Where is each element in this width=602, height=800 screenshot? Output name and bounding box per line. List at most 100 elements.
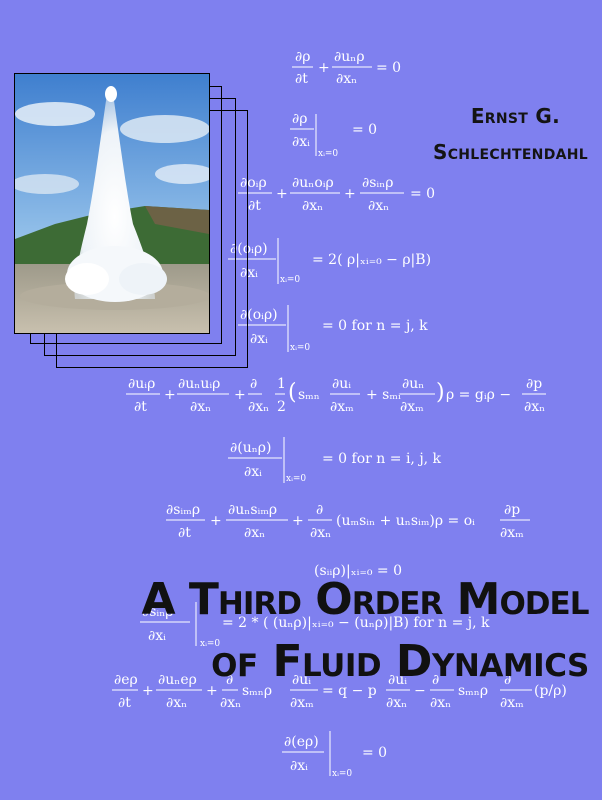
- svg-text:+: +: [142, 683, 154, 699]
- svg-text:∂(oᵢρ): ∂(oᵢρ): [230, 241, 268, 257]
- svg-text:∂xₙ: ∂xₙ: [430, 695, 451, 711]
- svg-text:∂xₘ: ∂xₘ: [330, 399, 354, 415]
- svg-text:xᵢ=0: xᵢ=0: [290, 343, 310, 353]
- svg-text:∂xᵢ: ∂xᵢ: [148, 628, 166, 644]
- svg-text:∂xₙ: ∂xₙ: [310, 525, 331, 541]
- svg-text:= 0 for n = j, k: = 0 for n = j, k: [322, 318, 428, 334]
- svg-text:−: −: [414, 683, 426, 699]
- svg-text:∂t: ∂t: [248, 198, 261, 214]
- svg-text:= 0: = 0: [410, 186, 435, 202]
- svg-text:1: 1: [277, 376, 286, 392]
- svg-text:∂(eρ): ∂(eρ): [284, 734, 319, 750]
- svg-text:∂t: ∂t: [178, 525, 191, 541]
- svg-text:+: +: [210, 513, 222, 529]
- svg-text:∂xₙ: ∂xₙ: [524, 399, 545, 415]
- svg-text:∂t: ∂t: [134, 399, 147, 415]
- svg-text:xᵢ=0: xᵢ=0: [280, 275, 300, 285]
- svg-text:= 0: = 0: [352, 122, 377, 138]
- svg-text:+: +: [276, 186, 288, 202]
- svg-text:+: +: [234, 387, 246, 403]
- svg-text:+: +: [344, 186, 356, 202]
- svg-text:sₘₙρ: sₘₙρ: [458, 683, 488, 699]
- svg-text:= 0 for n = i, j, k: = 0 for n = i, j, k: [322, 451, 442, 467]
- svg-text:ρ = gᵢρ −: ρ = gᵢρ −: [446, 387, 511, 403]
- svg-text:xᵢ=0: xᵢ=0: [200, 639, 220, 649]
- svg-text:∂oᵢρ: ∂oᵢρ: [240, 175, 267, 191]
- svg-text:= 0: = 0: [362, 745, 387, 761]
- svg-text:∂t: ∂t: [295, 71, 308, 87]
- svg-text:+ sₘᵢ: + sₘᵢ: [366, 387, 401, 403]
- book-title-line-2: of Fluid Dynamics: [211, 636, 589, 687]
- svg-text:∂uₙ: ∂uₙ: [402, 376, 424, 392]
- svg-text:∂xₘ: ∂xₘ: [290, 695, 314, 711]
- svg-text:∂(oᵢρ): ∂(oᵢρ): [240, 307, 278, 323]
- svg-text:∂: ∂: [226, 672, 233, 688]
- svg-text:xᵢ=0: xᵢ=0: [286, 474, 306, 484]
- svg-text:= 2( ρ|ₓᵢ₌₀ − ρ|B): = 2( ρ|ₓᵢ₌₀ − ρ|B): [312, 252, 431, 268]
- svg-text:∂uᵢρ: ∂uᵢρ: [128, 376, 155, 392]
- svg-text:xᵢ=0: xᵢ=0: [318, 149, 338, 159]
- svg-text:(p/ρ): (p/ρ): [534, 683, 567, 699]
- svg-text:∂uᵢ: ∂uᵢ: [332, 376, 351, 392]
- svg-text:∂xₙ: ∂xₙ: [166, 695, 187, 711]
- svg-text:∂xᵢ: ∂xᵢ: [244, 464, 262, 480]
- svg-text:∂xᵢ: ∂xᵢ: [292, 134, 310, 150]
- svg-text:+: +: [206, 683, 218, 699]
- geyser-photo: [14, 73, 210, 334]
- svg-text:∂uₙsᵢₘρ: ∂uₙsᵢₘρ: [228, 502, 277, 518]
- svg-text:∂sᵢₘρ: ∂sᵢₘρ: [166, 502, 200, 518]
- svg-text:∂xₙ: ∂xₙ: [190, 399, 211, 415]
- svg-text:∂ρ: ∂ρ: [292, 111, 307, 127]
- svg-text:∂p: ∂p: [526, 376, 542, 392]
- svg-text:sₘₙρ: sₘₙρ: [242, 683, 272, 699]
- svg-text:∂uₙρ: ∂uₙρ: [334, 49, 365, 65]
- svg-text:∂xₙ: ∂xₙ: [302, 198, 323, 214]
- svg-text:∂p: ∂p: [504, 502, 520, 518]
- svg-text:∂uᵢ: ∂uᵢ: [388, 672, 407, 688]
- svg-text:∂uₙeρ: ∂uₙeρ: [158, 672, 197, 688]
- svg-text:∂uₙuᵢρ: ∂uₙuᵢρ: [178, 376, 220, 392]
- svg-text:= 0: = 0: [376, 60, 401, 76]
- svg-text:∂xₘ: ∂xₘ: [500, 695, 524, 711]
- svg-text:(uₘsᵢₙ + uₙsᵢₘ)ρ = oᵢ: (uₘsᵢₙ + uₙsᵢₘ)ρ = oᵢ: [336, 513, 475, 529]
- svg-text:∂: ∂: [250, 376, 257, 392]
- svg-text:∂xₙ: ∂xₙ: [336, 71, 357, 87]
- svg-text:sₘₙ: sₘₙ: [298, 387, 320, 403]
- book-title-line-1: A Third Order Model: [141, 574, 590, 625]
- svg-text:∂: ∂: [504, 672, 511, 688]
- svg-text:∂sᵢₙρ: ∂sᵢₙρ: [142, 604, 174, 620]
- svg-text:∂xₙ: ∂xₙ: [248, 399, 269, 415]
- svg-text:∂xₙ: ∂xₙ: [244, 525, 265, 541]
- svg-text:∂uᵢ: ∂uᵢ: [292, 672, 311, 688]
- svg-text:∂(uₙρ): ∂(uₙρ): [230, 440, 271, 456]
- svg-text:= q − p: = q − p: [322, 683, 377, 699]
- svg-text:(: (: [288, 380, 297, 405]
- svg-text:∂t: ∂t: [118, 695, 131, 711]
- author-first-name: Ernst G.: [470, 104, 560, 128]
- svg-text:+: +: [318, 60, 330, 76]
- svg-text:∂: ∂: [316, 502, 323, 518]
- svg-text:): ): [436, 380, 445, 405]
- svg-text:∂xₙ: ∂xₙ: [386, 695, 407, 711]
- svg-text:= 2 * ( (uₙρ)|ₓᵢ₌₀ − (uₙρ)|B): = 2 * ( (uₙρ)|ₓᵢ₌₀ − (uₙρ)|B) for n = j,…: [222, 615, 490, 631]
- svg-text:∂xₙ: ∂xₙ: [220, 695, 241, 711]
- svg-text:∂xₘ: ∂xₘ: [500, 525, 524, 541]
- svg-text:+: +: [164, 387, 176, 403]
- svg-text:xᵢ=0: xᵢ=0: [332, 769, 352, 779]
- svg-text:∂eρ: ∂eρ: [114, 672, 138, 688]
- svg-text:(sᵢᵢρ)|ₓᵢ₌₀ = 0: (sᵢᵢρ)|ₓᵢ₌₀ = 0: [314, 563, 402, 579]
- author-last-name: Schlechtendahl: [433, 140, 588, 164]
- svg-text:∂: ∂: [432, 672, 439, 688]
- svg-text:∂xᵢ: ∂xᵢ: [240, 265, 258, 281]
- svg-text:∂xₙ: ∂xₙ: [368, 198, 389, 214]
- svg-text:2: 2: [277, 399, 286, 415]
- svg-text:∂xᵢ: ∂xᵢ: [290, 758, 308, 774]
- svg-text:∂sᵢₙρ: ∂sᵢₙρ: [362, 175, 394, 191]
- geyser-illustration: [15, 74, 209, 333]
- svg-text:∂uₙoᵢρ: ∂uₙoᵢρ: [292, 175, 334, 191]
- svg-text:∂xᵢ: ∂xᵢ: [250, 331, 268, 347]
- svg-text:∂xₘ: ∂xₘ: [400, 399, 424, 415]
- svg-text:∂ρ: ∂ρ: [295, 49, 310, 65]
